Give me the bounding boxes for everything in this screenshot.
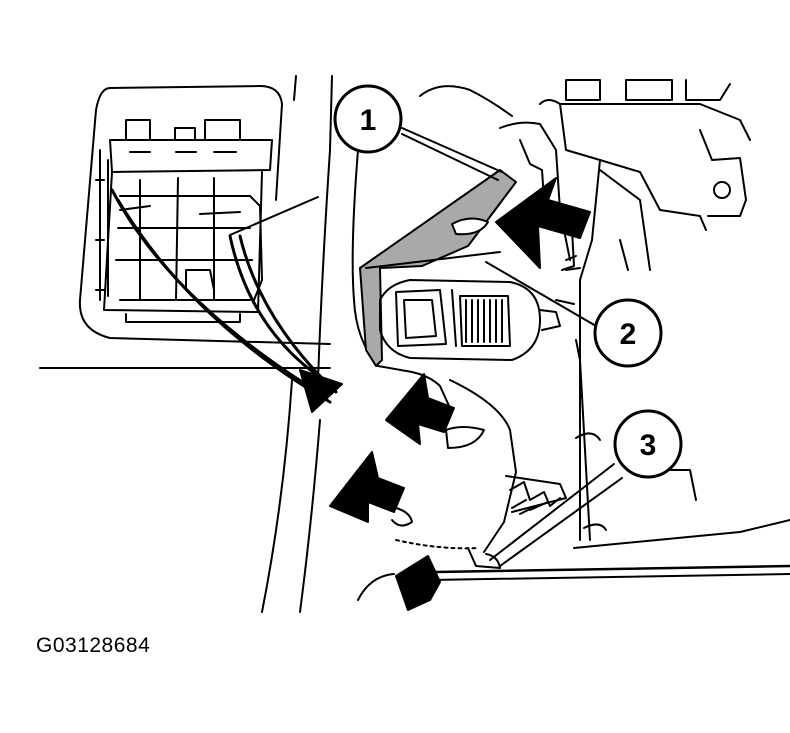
- inset-view: [39, 85, 331, 369]
- callout-1: 1: [333, 84, 403, 154]
- arrow-lower: [329, 451, 405, 523]
- callout-2: 2: [593, 298, 663, 368]
- main-assembly: [359, 79, 790, 601]
- callout-1-label: 1: [360, 104, 377, 137]
- arrow-right-upper: [495, 177, 591, 269]
- callout-3-label: 3: [640, 429, 657, 462]
- arrow-bottom: [395, 555, 441, 611]
- pointer-arrows: [329, 177, 591, 611]
- figure-id: G03128684: [36, 634, 151, 657]
- inset-pointer-arrows: [110, 188, 343, 413]
- arrow-middle: [385, 373, 455, 445]
- callout-3: 3: [613, 409, 683, 479]
- pillar-trim: [261, 75, 395, 613]
- callout-2-label: 2: [620, 318, 637, 351]
- leader-lines: [401, 127, 623, 567]
